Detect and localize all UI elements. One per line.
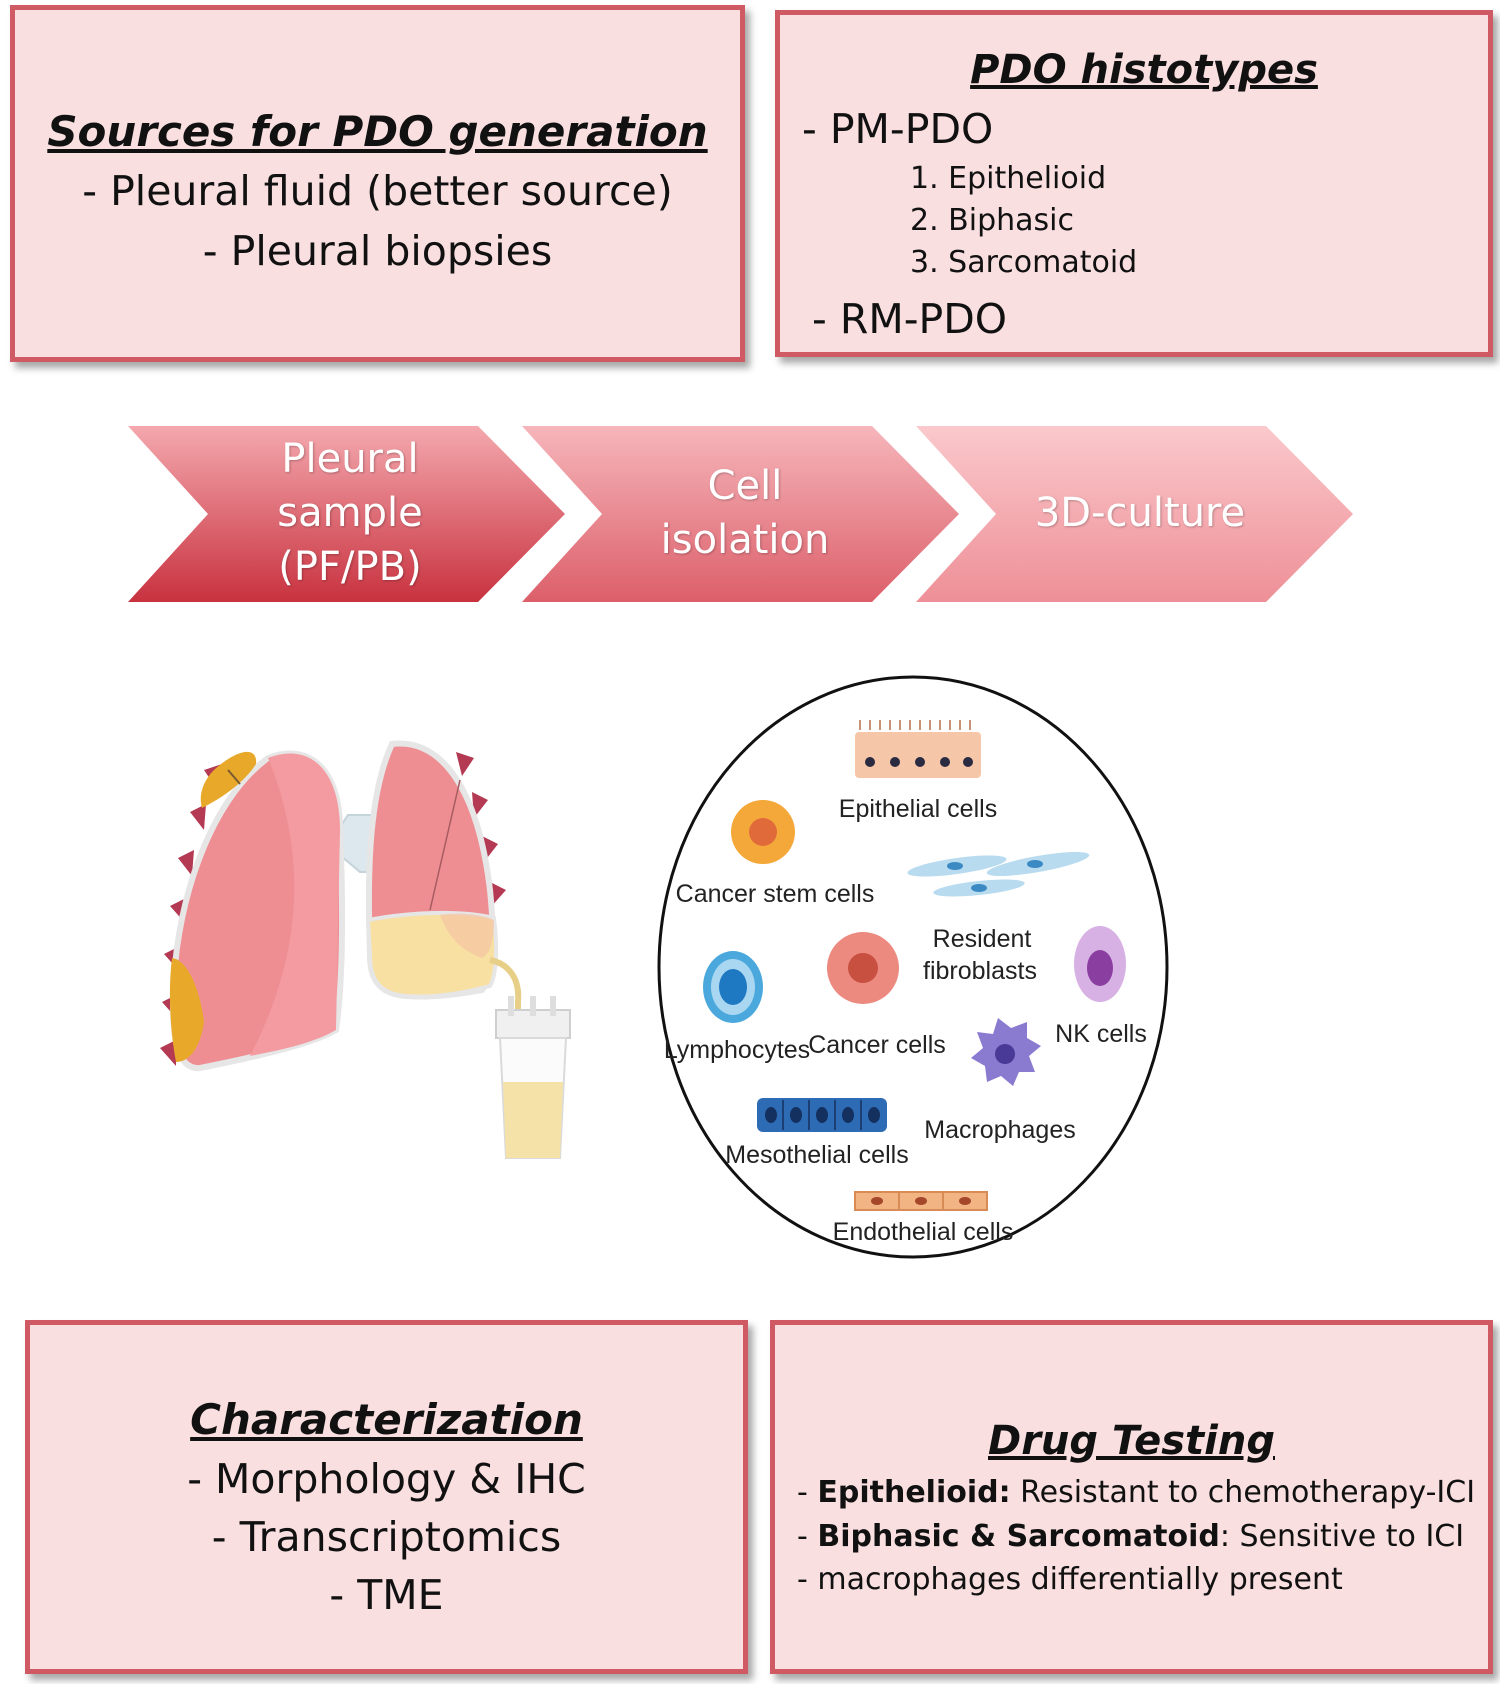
step-3d-culture-line1: 3D-culture [1034, 490, 1246, 536]
sources-heading: Sources for PDO generation [47, 107, 708, 156]
source-item-pleural-fluid: - Pleural fluid (better source) [82, 167, 673, 215]
step-cell-isolation-line2: isolation [660, 517, 830, 563]
drug-item-epithelioid-prefix: - [797, 1475, 818, 1510]
drug-item-macrophages: - macrophages differentially present [797, 1562, 1343, 1597]
lymphocyte-icon [703, 951, 763, 1023]
step-pleural-sample-line2: sample [277, 490, 423, 536]
histotype-pm-pdo: - PM-PDO [802, 105, 994, 153]
subtype-biphasic: 2. Biphasic [910, 203, 1074, 238]
drug-item-epithelioid: - Epithelioid: Resistant to chemotherapy… [797, 1475, 1475, 1510]
drug-item-epithelioid-text: Resistant to chemotherapy-ICI [1010, 1475, 1476, 1510]
macrophage-icon [971, 1018, 1041, 1086]
drain-tube-icon [489, 957, 522, 1030]
tme-cells-illustration: Epithelial cells Cancer stem cells Resid… [657, 675, 1169, 1259]
sources-box: Sources for PDO generation - Pleural flu… [10, 5, 745, 362]
tumour-patch-lower-icon [169, 958, 204, 1062]
char-item-transcriptomics: - Transcriptomics [211, 1513, 562, 1561]
histotypes-heading: PDO histotypes [970, 47, 1318, 93]
lungs-illustration [160, 740, 571, 1159]
step-3d-culture: 3D-culture [1020, 486, 1260, 540]
subtype-sarcomatoid: 3. Sarcomatoid [910, 245, 1138, 280]
characterization-box: Characterization - Morphology & IHC - Tr… [25, 1320, 748, 1674]
source-item-pleural-biopsies: - Pleural biopsies [202, 227, 553, 275]
subtype-epithelioid: 1. Epithelioid [910, 161, 1107, 196]
step-pleural-sample: Pleural sample (PF/PB) [250, 432, 450, 594]
step-pleural-sample-line1: Pleural [281, 436, 419, 482]
chevron-3d-culture [916, 426, 1353, 602]
chevron-pleural-sample [128, 426, 565, 602]
cancer-cell-icon [827, 932, 899, 1004]
drug-item-biphasic: - Biphasic & Sarcomatoid: Sensitive to I… [797, 1519, 1464, 1554]
nk-cell-icon [1074, 926, 1126, 1002]
mesothelial-cells-icon [757, 1098, 887, 1132]
drug-item-macrophages-text: macrophages differentially present [817, 1562, 1343, 1597]
label-fibroblasts-line2: fibroblasts [923, 957, 1037, 985]
char-item-morphology: - Morphology & IHC [187, 1455, 586, 1503]
label-macrophages: Macrophages [924, 1116, 1075, 1144]
cancer-stem-cell-icon [731, 800, 795, 864]
char-item-tme: - TME [329, 1571, 444, 1619]
fibroblasts-icon [907, 852, 1090, 897]
drug-item-biphasic-bold: Biphasic & Sarcomatoid [817, 1519, 1220, 1554]
label-epithelial-cells: Epithelial cells [839, 795, 997, 823]
tumour-patch-upper-icon [200, 751, 257, 808]
step-cell-isolation: Cell isolation [640, 459, 850, 567]
step-cell-isolation-line1: Cell [707, 463, 783, 509]
drug-testing-heading: Drug Testing [988, 1418, 1275, 1464]
characterization-heading: Characterization [190, 1395, 583, 1444]
label-nk-cells: NK cells [1055, 1020, 1147, 1048]
drug-item-biphasic-text: : Sensitive to ICI [1219, 1519, 1465, 1554]
label-cancer-stem-cells: Cancer stem cells [676, 880, 875, 908]
step-pleural-sample-line3: (PF/PB) [278, 544, 422, 590]
histotypes-box: PDO histotypes - PM-PDO 1. Epithelioid 2… [775, 10, 1493, 357]
drug-testing-box: Drug Testing - Epithelioid: Resistant to… [770, 1320, 1493, 1674]
endothelial-cells-icon [854, 1191, 988, 1211]
label-cancer-cells: Cancer cells [808, 1031, 946, 1059]
label-lymphocytes: Lymphocytes [664, 1036, 810, 1064]
epithelial-cells-icon [855, 720, 981, 778]
label-fibroblasts-line1: Resident [933, 925, 1032, 953]
drug-item-macrophages-prefix: - [797, 1562, 818, 1597]
drug-item-epithelioid-bold: Epithelioid: [817, 1475, 1011, 1510]
histotype-rm-pdo: - RM-PDO [812, 295, 1008, 343]
chevron-cell-isolation [522, 426, 959, 602]
drug-item-biphasic-prefix: - [797, 1519, 818, 1554]
label-mesothelial-cells: Mesothelial cells [725, 1141, 908, 1169]
label-endothelial-cells: Endothelial cells [833, 1218, 1014, 1246]
collection-bottle-icon [495, 996, 571, 1159]
